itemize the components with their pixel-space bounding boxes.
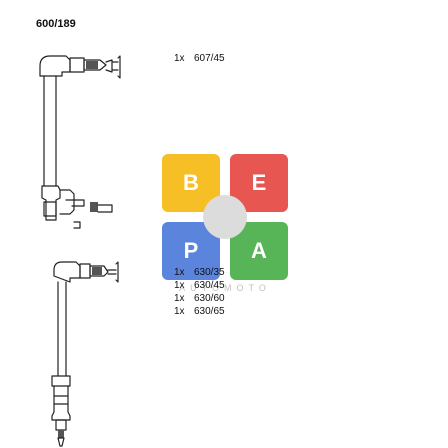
- bottom-cable-plug-top: [53, 261, 119, 283]
- part-qty: 1x: [174, 306, 185, 317]
- part-qty: 1x: [174, 280, 185, 291]
- parts-list-row: 1x 630/35: [174, 266, 225, 279]
- parts-list-row: 1x 607/45: [174, 52, 225, 65]
- top-cable-plug-top: [39, 55, 121, 79]
- part-qty: 1x: [174, 293, 185, 304]
- bottom-cable-parts-list: 1x 630/35 1x 630/45 1x 630/60 1x 630/65: [174, 266, 225, 318]
- parts-list-row: 1x 630/65: [174, 305, 225, 318]
- parts-list-row: 1x 630/45: [174, 279, 225, 292]
- watermark-circle: [203, 195, 247, 239]
- top-cable: [39, 55, 121, 229]
- part-code: 600/189: [36, 18, 76, 30]
- part-number: 630/65: [194, 306, 225, 317]
- bottom-cable-wire: [57, 281, 67, 377]
- bottom-cable-boot-bottom: [51, 375, 71, 447]
- top-cable-wire: [43, 75, 57, 187]
- part-number: 607/45: [194, 53, 225, 64]
- parts-list-row: 1x 630/60: [174, 292, 225, 305]
- part-number: 630/35: [194, 267, 225, 278]
- part-number: 630/60: [194, 293, 225, 304]
- part-number: 630/45: [194, 280, 225, 291]
- part-qty: 1x: [174, 267, 185, 278]
- top-cable-boot-bottom: [41, 185, 113, 229]
- top-cable-parts-list: 1x 607/45: [174, 52, 225, 65]
- part-qty: 1x: [174, 53, 185, 64]
- bottom-cable: [51, 261, 119, 447]
- watermark-text: AUTOMOTO: [179, 283, 271, 293]
- watermark-tile-e: E: [230, 154, 288, 212]
- watermark-logo: B E P A AUTOMOTO: [160, 152, 290, 302]
